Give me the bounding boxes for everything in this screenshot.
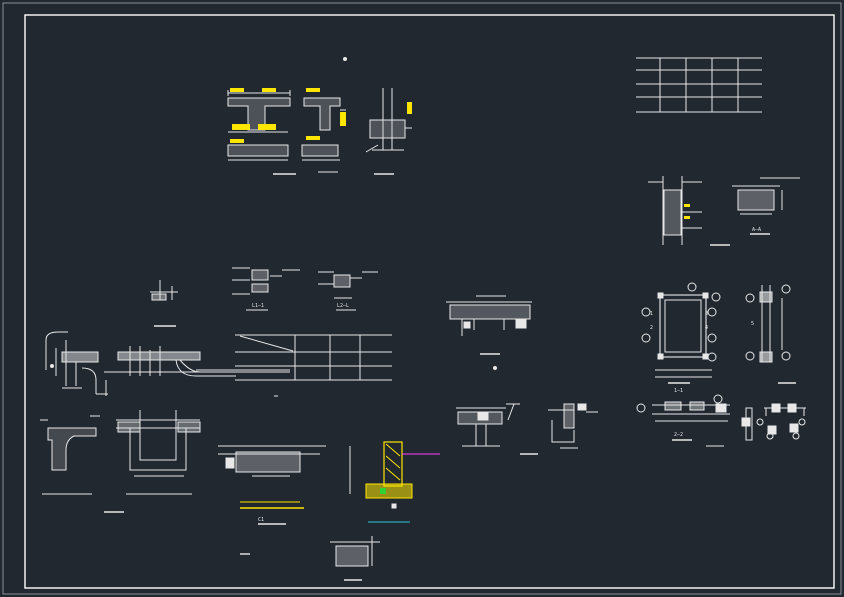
- sections-middle-lower: [456, 403, 598, 455]
- wall-sections-bottom-left: [40, 410, 201, 513]
- column-yellow-detail: [349, 441, 440, 523]
- label-n3: 3: [705, 311, 708, 317]
- column-detail-right: [648, 176, 800, 246]
- beam-sections-center: [232, 267, 378, 311]
- label-section-1-1: 1—1: [674, 388, 683, 394]
- drawing-border: [24, 14, 835, 589]
- label-section-2-2: 2—2: [674, 432, 683, 438]
- base-detail-bottom: [330, 536, 380, 581]
- label-l1: L1—1: [252, 303, 264, 309]
- label-n1: 1: [650, 311, 653, 317]
- detail-group-top-center: [227, 57, 412, 175]
- label-l2: L2—L: [337, 303, 349, 309]
- schedule-table-top-right: [636, 57, 762, 113]
- label-n5: 5: [751, 321, 754, 327]
- foundation-detail-center: [218, 445, 326, 555]
- label-section-a-a: A—A: [752, 227, 761, 233]
- beam-section-middle-right: [446, 295, 532, 370]
- label-n2: 2: [650, 325, 653, 331]
- label-c1: C1: [258, 517, 264, 523]
- parapet-details-left: [45, 280, 290, 396]
- section-2-2-right: [636, 394, 806, 447]
- column-plan-right: [641, 282, 796, 384]
- schedule-table-center: [235, 334, 392, 397]
- label-n4: 4: [705, 325, 708, 331]
